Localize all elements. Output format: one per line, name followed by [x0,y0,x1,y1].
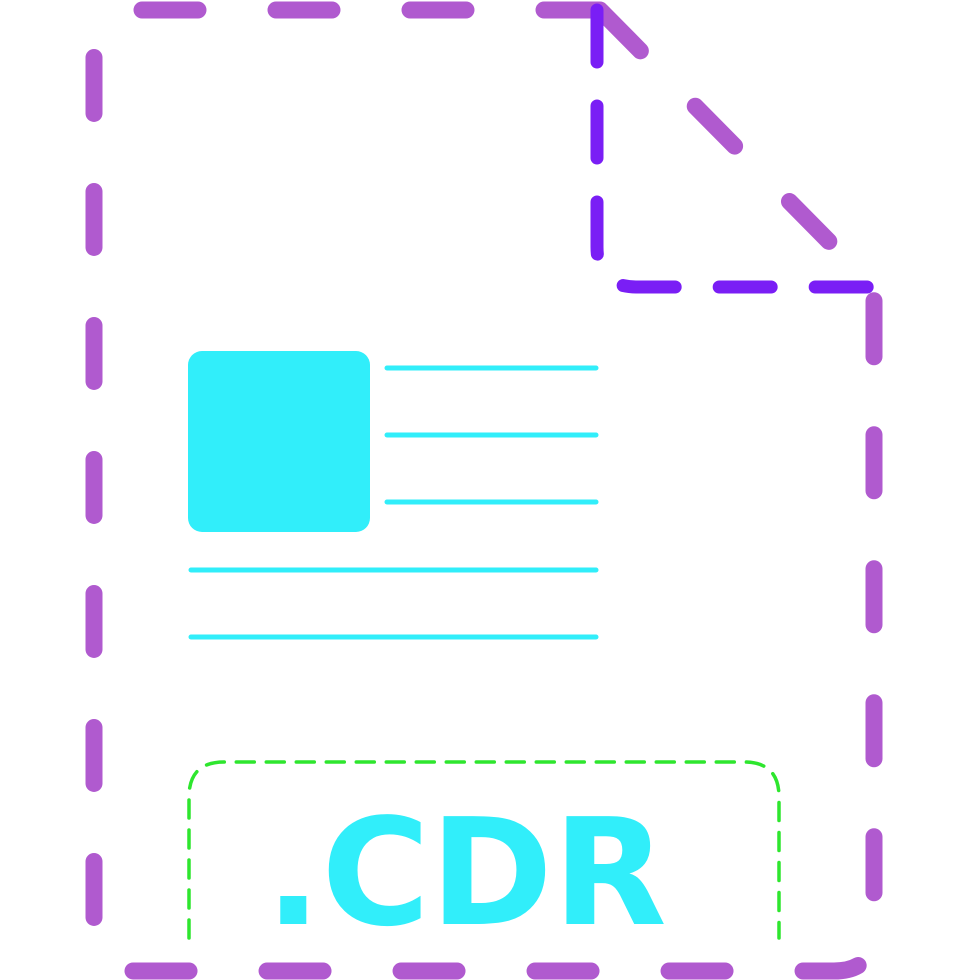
folded-corner [590,3,883,294]
text-lines [188,365,599,640]
label-frame [187,760,781,940]
image-block-icon [188,351,370,532]
extension-label: .CDR [265,787,667,959]
